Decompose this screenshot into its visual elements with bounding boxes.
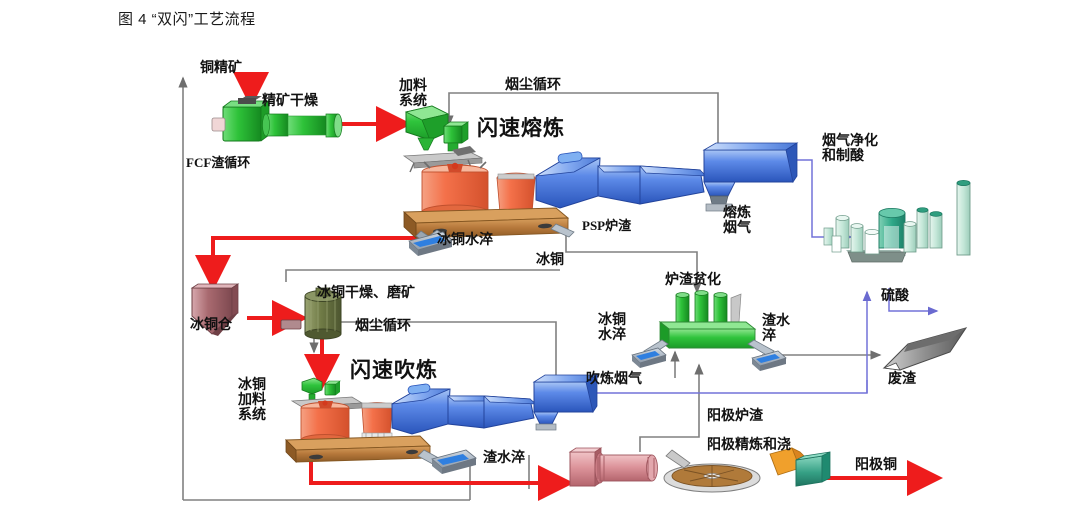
slag-depletion-furnace-equipment — [631, 290, 787, 371]
converting-boiler-equipment — [391, 374, 599, 435]
waste-slag-pile-equipment — [882, 327, 968, 371]
label-flash-smelting: 闪速熔炼 — [477, 117, 565, 140]
label-copper-concentrate: 铜精矿 — [200, 59, 242, 75]
label-gas-cleaning-acid: 烟气净化 和制酸 — [822, 132, 878, 164]
label-anode-furnace-slag: 阳极炉渣 — [707, 407, 763, 423]
label-feeding-system: 加料 系统 — [399, 77, 427, 109]
rotary-dryer-equipment — [211, 96, 343, 142]
label-anode-copper: 阳极铜 — [855, 456, 897, 472]
label-concentrate-drying: 精矿干燥 — [262, 92, 318, 108]
label-flash-converting: 闪速吹炼 — [350, 359, 438, 382]
label-smelting-flue-gas: 熔炼 烟气 — [723, 204, 751, 236]
secondary-hopper-icon — [442, 121, 470, 152]
figure-caption: 图 4 “双闪”工艺流程 — [118, 11, 256, 28]
reaction-shaft-icon — [421, 161, 489, 220]
matte-granulation-launder-icon — [408, 229, 453, 256]
flash-smelting-furnace-equipment — [402, 105, 575, 256]
label-matte-bin: 冰铜仓 — [190, 316, 232, 332]
uptake-shaft-icon — [496, 172, 536, 218]
waste-heat-boiler-equipment — [535, 142, 799, 212]
label-dust-cycle-mid: 烟尘循环 — [355, 317, 411, 333]
feed-hopper-icon — [404, 105, 450, 151]
label-dust-cycle-top: 烟尘循环 — [505, 76, 561, 92]
label-matte-quench-mid: 冰铜 水淬 — [598, 311, 626, 343]
label-slag-quench-mid: 渣水 淬 — [762, 312, 790, 344]
label-slag-quench-bottom: 渣水淬 — [483, 449, 525, 465]
label-fcf-slag-cycle: FCF渣循环 — [186, 155, 251, 170]
label-matte: 冰铜 — [536, 251, 564, 267]
label-sulfuric-acid: 硫酸 — [881, 287, 909, 303]
label-anode-refining-casting: 阳极精炼和浇 — [707, 436, 791, 452]
anode-furnace-equipment — [568, 447, 658, 487]
label-matte-dry-grind: 冰铜干燥、磨矿 — [317, 284, 415, 300]
label-slag-depletion: 炉渣贫化 — [665, 271, 721, 287]
label-matte-quench-top: 冰铜水淬 — [437, 231, 493, 247]
slag-launder-icon — [550, 223, 575, 238]
matte-mill-equipment — [280, 287, 342, 340]
label-converting-flue-gas: 吹炼烟气 — [586, 370, 642, 386]
label-matte-feed-system: 冰铜 加料 系统 — [238, 376, 266, 423]
anode-copper-stack-equipment — [769, 447, 831, 487]
casting-wheel-equipment — [663, 449, 761, 493]
label-psp-slag: PSP炉渣 — [582, 218, 632, 233]
acid-plant-equipment — [823, 179, 971, 263]
flash-converting-furnace-equipment — [284, 377, 477, 474]
label-waste-slag: 废渣 — [888, 370, 916, 386]
matte-bin-equipment — [190, 283, 240, 336]
